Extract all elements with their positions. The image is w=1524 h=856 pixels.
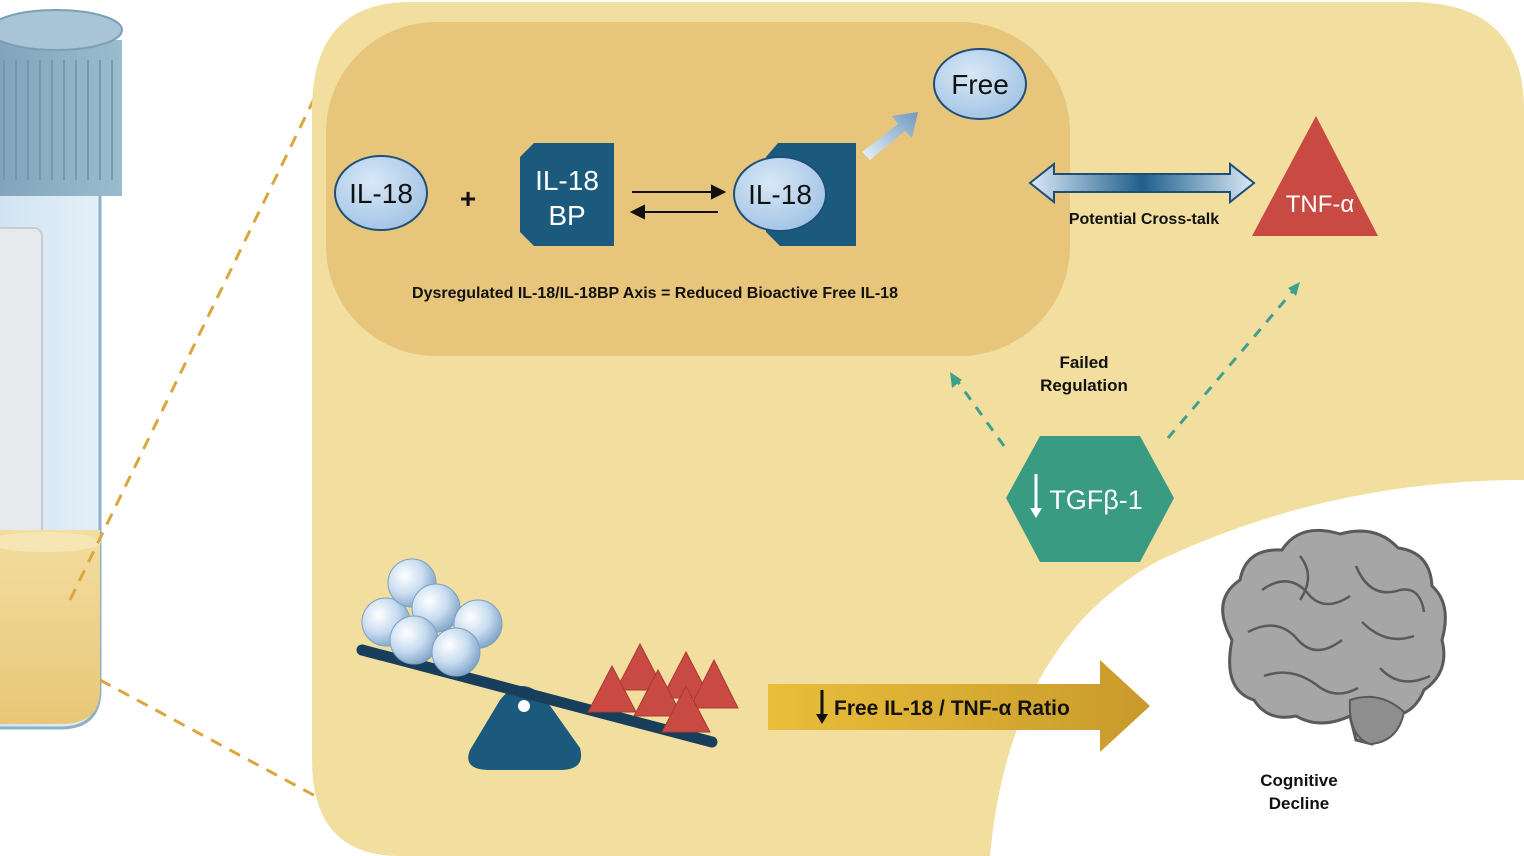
il18bp-label-line1: IL-18 [535, 165, 599, 196]
crosstalk-label: Potential Cross-talk [1069, 211, 1219, 228]
free-il18: Free [933, 48, 1027, 120]
ratio-label: Free IL-18 / TNF-α Ratio [834, 697, 1070, 720]
failed-label-line1: Failed [1059, 353, 1108, 372]
serum-sample-tube [0, 9, 123, 730]
tnf-alpha-triangle: TNF-α [1252, 116, 1378, 236]
tnf-label: TNF-α [1286, 191, 1355, 218]
complex-il18-label: IL-18 [748, 179, 812, 210]
outcome-line1: Cognitive [1260, 771, 1337, 790]
inner-panel [326, 22, 1070, 356]
il18bp-block: IL-18 BP [520, 143, 614, 246]
il18-left: IL-18 [334, 155, 428, 231]
outcome-line2: Decline [1269, 794, 1329, 813]
down-arrow-icon [816, 690, 828, 724]
plus-sign: + [460, 183, 476, 214]
tgf-label: TGFβ-1 [1049, 485, 1143, 515]
tgf-beta-hexagon: TGFβ-1 [1006, 436, 1174, 562]
ratio-arrow: Free IL-18 / TNF-α Ratio [768, 660, 1150, 752]
il18-left-label: IL-18 [349, 178, 413, 209]
down-arrow-icon [1030, 474, 1042, 518]
brain-icon [1221, 528, 1447, 746]
double-headed-arrow-icon [1028, 161, 1256, 205]
zoom-lines [68, 61, 361, 822]
il18bp-label-line2: BP [548, 200, 585, 231]
axis-caption: Dysregulated IL-18/IL-18BP Axis = Reduce… [412, 285, 898, 302]
seesaw-balance-icon [356, 558, 739, 770]
failed-label-line2: Regulation [1040, 376, 1128, 395]
free-label: Free [951, 69, 1009, 100]
release-arrow-icon [862, 112, 918, 160]
reversible-reaction-arrows-icon [629, 184, 727, 220]
failed-regulation-arrowheads [950, 282, 1300, 388]
tnf-triangles [587, 642, 739, 733]
il18-il18bp-complex: IL-18 [733, 143, 856, 246]
il18-spheres [361, 558, 503, 677]
failed-regulation-arrows [956, 291, 1294, 447]
